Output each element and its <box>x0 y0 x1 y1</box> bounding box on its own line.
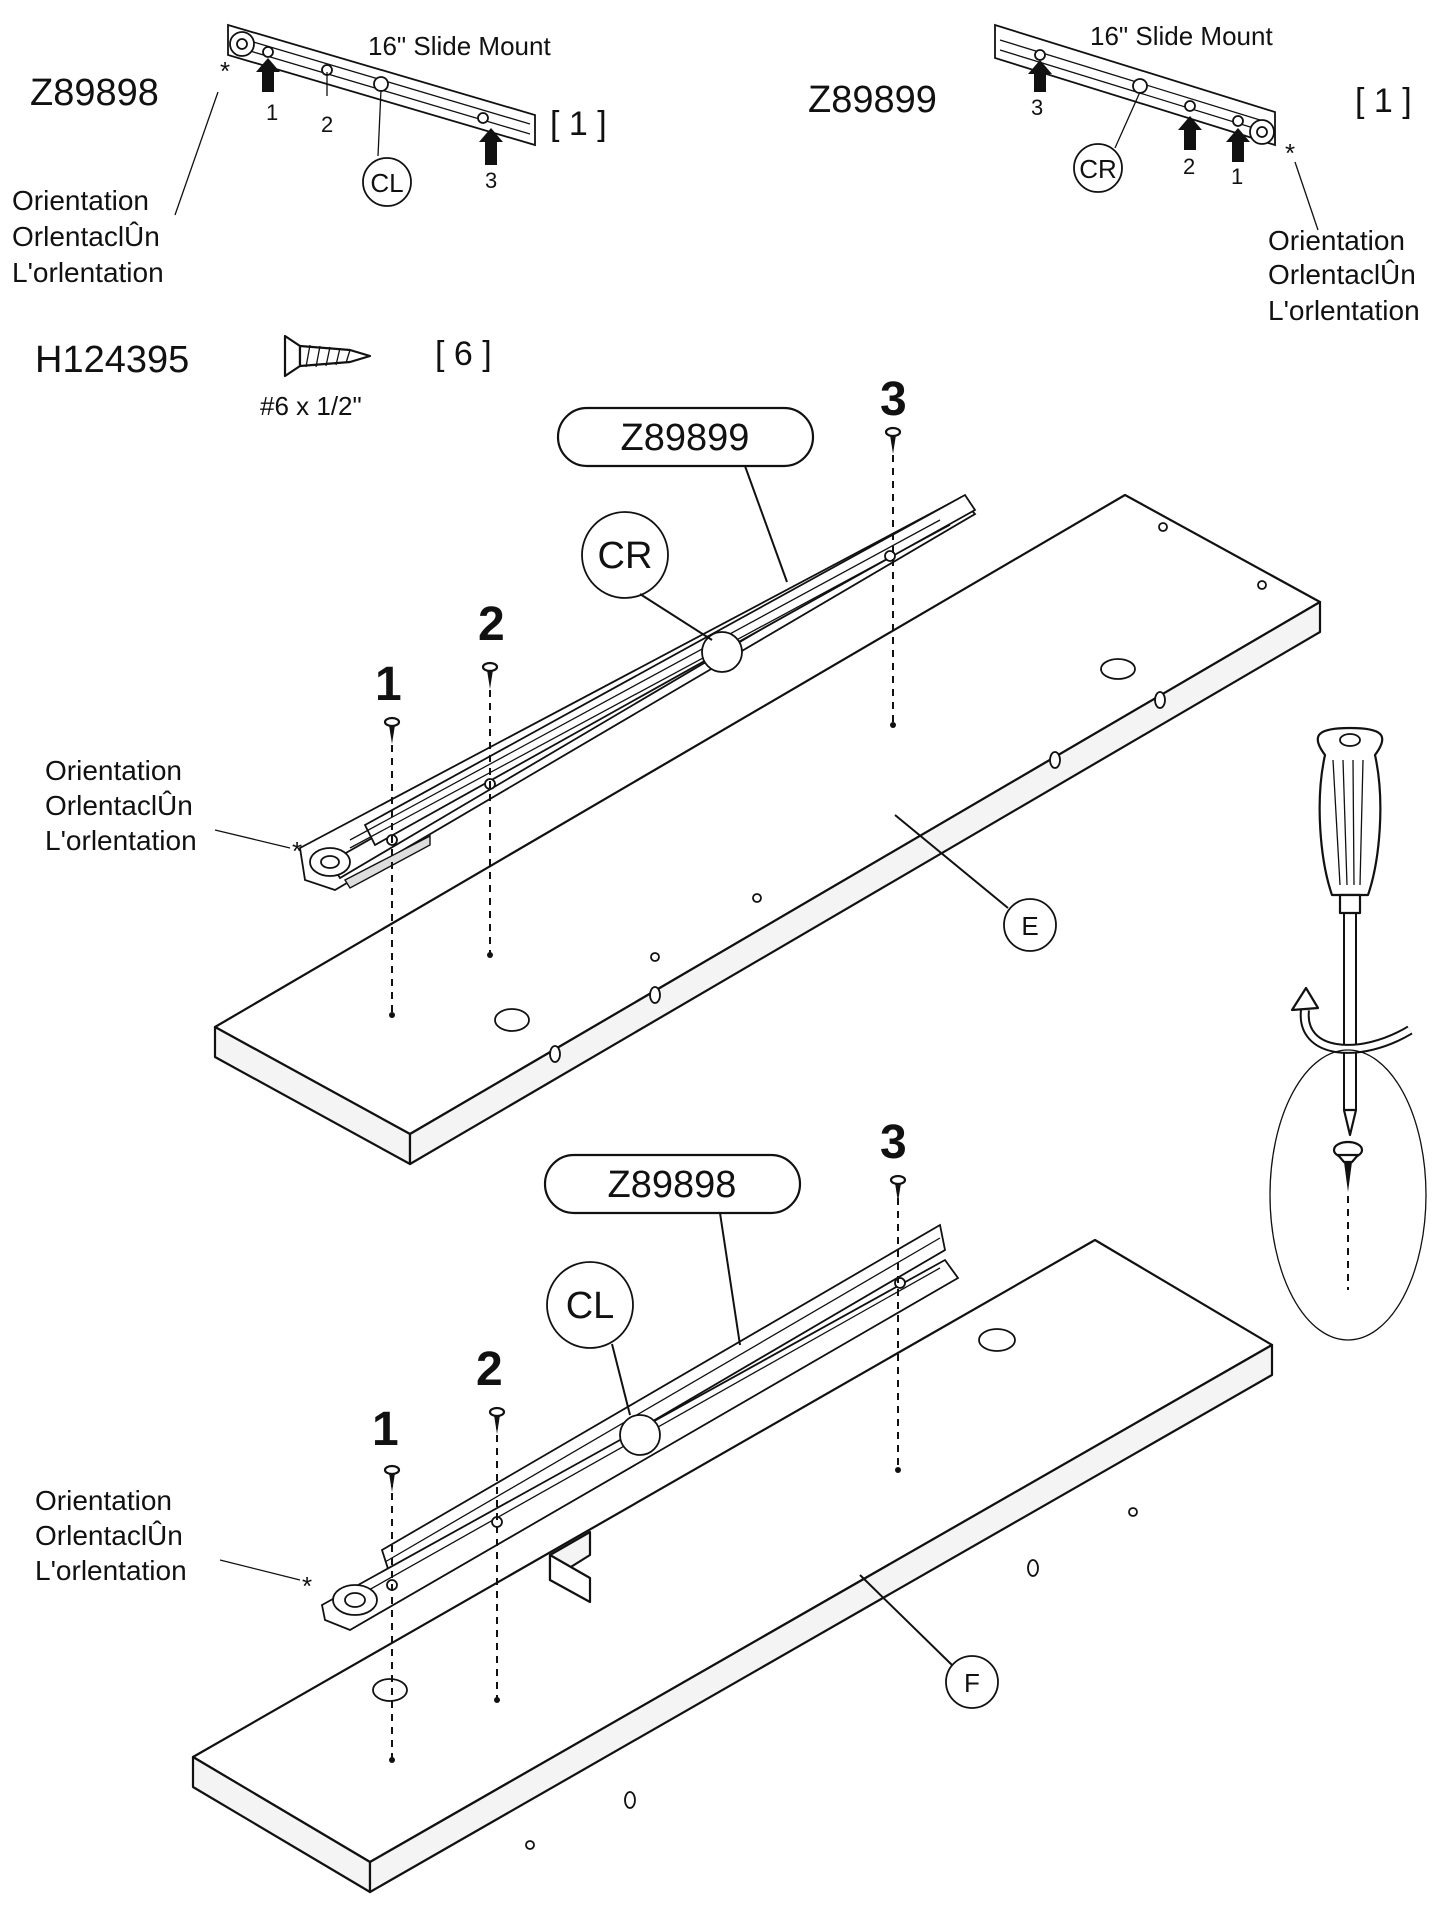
panel-label-f: F <box>964 1668 980 1698</box>
orientation-label-left-es: OrlentaclÛn <box>12 221 160 252</box>
screw-icon-lower-1 <box>383 1464 401 1492</box>
orientation-mark-right: * <box>1285 138 1295 168</box>
screw-icon-lower-3 <box>889 1174 907 1202</box>
screw-detail-callout <box>1269 1049 1427 1341</box>
panel-f <box>191 1238 1274 1894</box>
rotation-arrow-icon <box>1290 986 1413 1054</box>
hole-number-right-2: 2 <box>1183 154 1195 179</box>
screw-size: #6 x 1/2" <box>260 391 362 421</box>
hole-number-left-1: 1 <box>266 100 278 125</box>
orientation-label-right-fr: L'orlentation <box>1268 295 1420 326</box>
screw-number-lower-1: 1 <box>372 1403 399 1456</box>
screw-icon <box>283 334 372 378</box>
part-z89898: Z89898 16" Slide Mount [ 1 ] 1 2 3 <box>12 23 607 288</box>
slide-rail-right <box>994 23 1276 147</box>
marker-upper: CR <box>598 535 653 577</box>
orientation-label-left-fr: L'orlentation <box>12 257 164 288</box>
marker-lower: CL <box>566 1285 615 1327</box>
marker-left: CL <box>370 168 403 198</box>
quantity-right: [ 1 ] <box>1355 82 1412 120</box>
orientation-mark-lower: * <box>302 1571 312 1601</box>
slide-rail-lower <box>320 1223 960 1631</box>
arrow-icon-r1 <box>1226 128 1250 162</box>
orientation-label-upper-es: OrlentaclÛn <box>45 790 193 821</box>
assembly-lower: 1 2 3 Z89898 CL F * Orientation Orlentac… <box>35 1116 1274 1894</box>
arrow-icon-r3 <box>1028 60 1052 92</box>
orientation-label-right-en: Orientation <box>1268 225 1405 256</box>
hole-number-left-3: 3 <box>485 168 497 193</box>
screw-quantity: [ 6 ] <box>435 335 492 373</box>
hole-number-right-3: 3 <box>1031 95 1043 120</box>
screw-icon-lower-2 <box>488 1406 506 1434</box>
orientation-label-upper-en: Orientation <box>45 755 182 786</box>
panel-label-circle-f <box>945 1655 999 1709</box>
marker-circle-right <box>1073 143 1123 193</box>
slide-code-upper: Z89899 <box>621 417 750 459</box>
slide-code-lower: Z89898 <box>608 1164 737 1206</box>
panel-e <box>213 493 1322 1166</box>
part-code-right: Z89899 <box>808 79 937 121</box>
panel-label-circle-e <box>1003 898 1057 952</box>
screw-icon-upper-2 <box>481 661 499 689</box>
arrow-icon-r2 <box>1178 116 1202 150</box>
screw-icon-upper-3 <box>884 426 902 454</box>
orientation-mark-left: * <box>220 56 230 86</box>
screw-icon-upper-1 <box>383 716 401 744</box>
screw-number-lower-2: 2 <box>476 1343 503 1396</box>
marker-circle-left <box>362 157 412 207</box>
orientation-label-right-es: OrlentaclÛn <box>1268 259 1416 290</box>
part-z89899: Z89899 16" Slide Mount [ 1 ] 3 2 <box>808 21 1420 326</box>
marker-circle-upper <box>581 511 669 599</box>
screwdriver-icon <box>1316 726 1384 1137</box>
orientation-label-left-en: Orientation <box>12 185 149 216</box>
marker-right: CR <box>1079 154 1117 184</box>
part-code-left: Z89898 <box>30 72 159 114</box>
slide-title-right: 16" Slide Mount <box>1090 21 1273 51</box>
slide-code-pill-upper <box>556 406 815 468</box>
screw-code: H124395 <box>35 339 189 381</box>
orientation-label-upper-fr: L'orlentation <box>45 825 197 856</box>
orientation-label-lower-fr: L'orlentation <box>35 1555 187 1586</box>
orientation-label-lower-es: OrlentaclÛn <box>35 1520 183 1551</box>
slide-rail-upper <box>299 493 977 891</box>
orientation-label-lower-en: Orientation <box>35 1485 172 1516</box>
orientation-mark-upper: * <box>292 836 302 866</box>
slide-code-pill-lower <box>543 1153 802 1215</box>
screw-number-lower-3: 3 <box>880 1116 907 1169</box>
assembly-upper: 1 2 3 Z89899 CR E * Orientation Orlentac… <box>45 373 1322 1166</box>
slide-title-left: 16" Slide Mount <box>368 31 551 61</box>
screw-number-upper-2: 2 <box>478 598 505 651</box>
marker-circle-lower <box>546 1261 634 1349</box>
quantity-left: [ 1 ] <box>550 105 607 143</box>
panel-label-e: E <box>1021 911 1038 941</box>
arrow-icon-1 <box>256 58 280 92</box>
screw-number-upper-3: 3 <box>880 373 907 426</box>
screw-number-upper-1: 1 <box>375 658 402 711</box>
arrow-icon-3 <box>479 128 503 165</box>
hole-number-left-2: 2 <box>321 112 333 137</box>
part-h124395: H124395 #6 x 1/2" [ 6 ] <box>35 334 492 421</box>
hole-number-right-1: 1 <box>1231 164 1243 189</box>
slide-rail-left <box>227 23 536 147</box>
